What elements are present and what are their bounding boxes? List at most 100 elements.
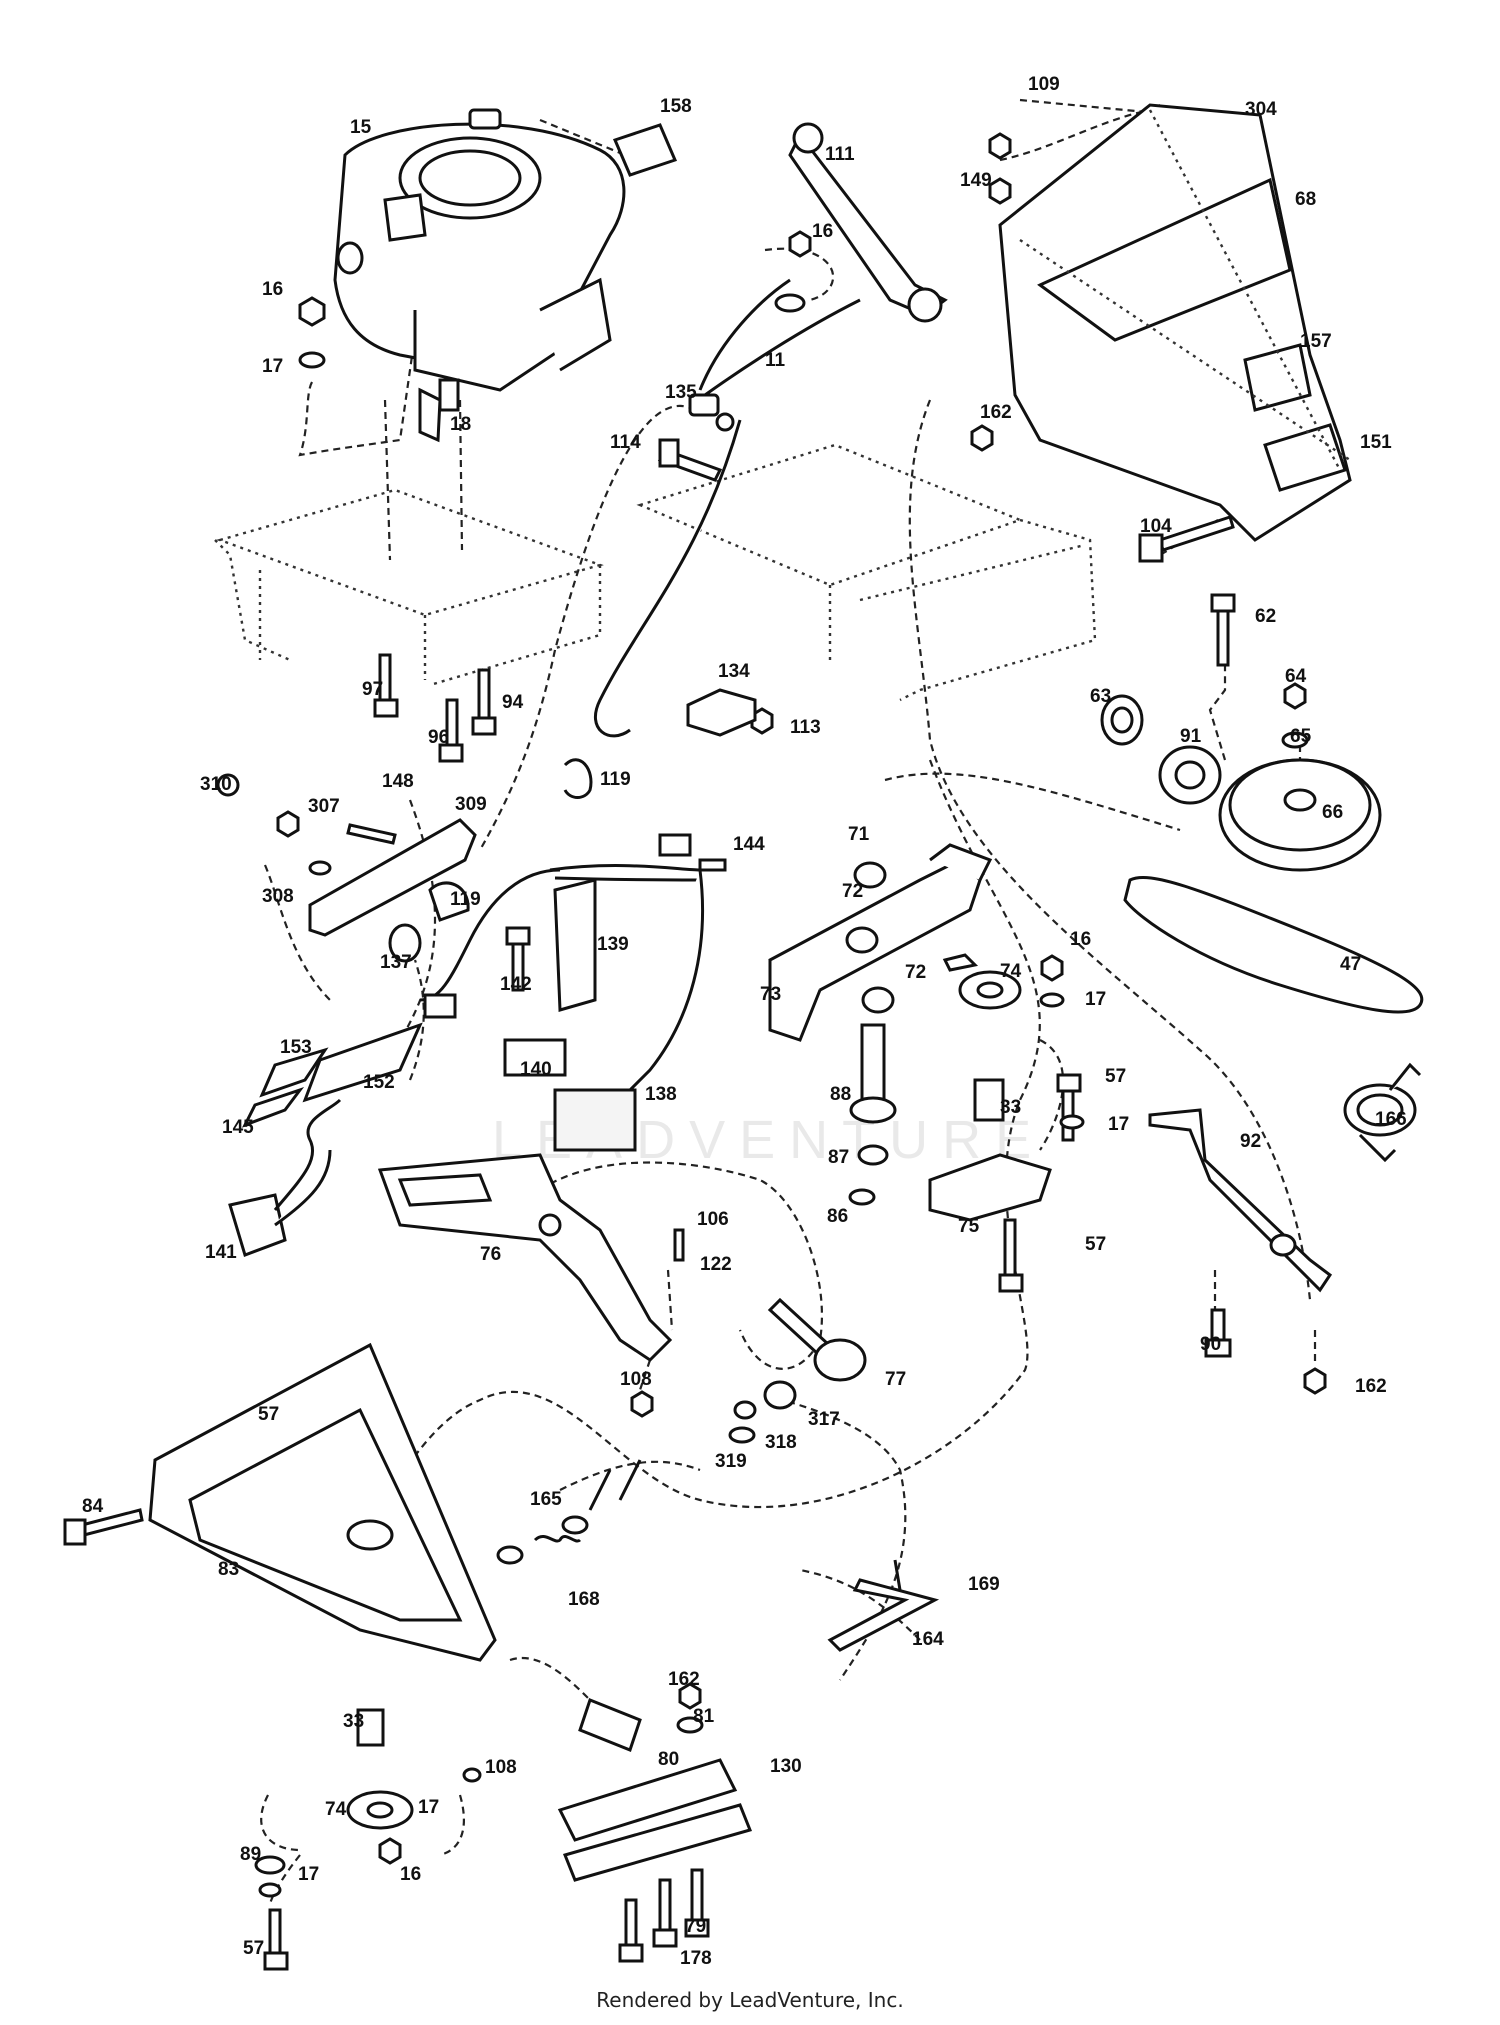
part-callout-91: 91 bbox=[1180, 726, 1202, 747]
part-callout-135: 135 bbox=[665, 382, 697, 403]
part-callout-87: 87 bbox=[828, 1147, 849, 1168]
part-callout-139: 139 bbox=[597, 934, 629, 955]
wire-harness-part bbox=[593, 278, 861, 738]
decal-158 bbox=[612, 123, 678, 177]
part-callout-75: 75 bbox=[958, 1216, 980, 1237]
part-callout-57: 57 bbox=[243, 1938, 264, 1959]
part-callout-317: 317 bbox=[808, 1409, 840, 1430]
part-callout-74: 74 bbox=[1000, 961, 1022, 982]
part-callout-77: 77 bbox=[885, 1369, 906, 1390]
tie-rod-part bbox=[1148, 1108, 1333, 1293]
part-callout-148: 148 bbox=[382, 771, 414, 792]
part-callout-319: 319 bbox=[715, 1451, 747, 1472]
buzzer-part bbox=[228, 1098, 342, 1257]
part-callout-164: 164 bbox=[912, 1629, 944, 1650]
part-callout-81: 81 bbox=[693, 1706, 715, 1727]
part-callout-76: 76 bbox=[480, 1244, 501, 1265]
part-callout-66: 66 bbox=[1322, 802, 1343, 823]
part-callout-68: 68 bbox=[1295, 189, 1316, 210]
part-callout-86: 86 bbox=[827, 1206, 848, 1227]
part-callout-142: 142 bbox=[500, 974, 532, 995]
part-callout-114: 114 bbox=[610, 432, 641, 453]
part-callout-72: 72 bbox=[842, 881, 863, 902]
part-callout-16: 16 bbox=[812, 221, 833, 242]
spring-part bbox=[1343, 1062, 1422, 1163]
part-callout-157: 157 bbox=[1300, 331, 1332, 352]
part-callout-166: 166 bbox=[1375, 1109, 1407, 1130]
part-callout-94: 94 bbox=[502, 692, 524, 713]
part-callout-109: 109 bbox=[1028, 74, 1060, 95]
part-callout-88: 88 bbox=[830, 1084, 851, 1105]
frame-outlines bbox=[214, 443, 1097, 702]
part-callout-168: 168 bbox=[568, 1589, 600, 1610]
part-callout-165: 165 bbox=[530, 1489, 562, 1510]
part-callout-108: 108 bbox=[485, 1757, 517, 1778]
part-callout-111: 111 bbox=[825, 144, 855, 165]
spindle-part bbox=[849, 1023, 897, 1166]
clip-119b bbox=[428, 881, 470, 922]
part-callout-18: 18 bbox=[450, 414, 471, 435]
part-callout-89: 89 bbox=[240, 1844, 261, 1865]
part-callout-152: 152 bbox=[363, 1072, 395, 1093]
belt-guard-part bbox=[998, 103, 1352, 542]
part-callout-162: 162 bbox=[1355, 1376, 1387, 1397]
link-arm-part bbox=[788, 122, 948, 323]
idler-arm-part bbox=[377, 1153, 685, 1362]
part-callout-307: 307 bbox=[308, 796, 340, 817]
part-callout-149: 149 bbox=[960, 170, 992, 191]
part-callout-130: 130 bbox=[770, 1756, 802, 1777]
part-callout-17: 17 bbox=[1085, 989, 1106, 1010]
part-callout-310: 310 bbox=[200, 774, 232, 795]
part-callout-309: 309 bbox=[455, 794, 487, 815]
belt-part bbox=[1123, 876, 1424, 1014]
shaft-part bbox=[733, 1297, 867, 1420]
part-callout-104: 104 bbox=[1140, 516, 1172, 537]
part-callout-84: 84 bbox=[82, 1496, 104, 1517]
pin-164 bbox=[827, 1578, 940, 1652]
part-callout-80: 80 bbox=[658, 1749, 679, 1770]
part-callout-92: 92 bbox=[1240, 1131, 1261, 1152]
part-callout-318: 318 bbox=[765, 1432, 797, 1453]
part-callout-16: 16 bbox=[1070, 929, 1091, 950]
part-callout-74: 74 bbox=[325, 1799, 347, 1820]
lower-steering-part bbox=[346, 1708, 414, 1830]
part-callout-17: 17 bbox=[298, 1864, 319, 1885]
decal-152 bbox=[302, 1022, 423, 1103]
part-callout-64: 64 bbox=[1285, 666, 1307, 687]
part-callout-162: 162 bbox=[668, 1669, 700, 1690]
part-callout-90: 90 bbox=[1200, 1334, 1221, 1355]
part-callout-141: 141 bbox=[205, 1242, 237, 1263]
part-callout-47: 47 bbox=[1340, 954, 1361, 975]
decal-153 bbox=[259, 1047, 329, 1098]
part-callout-57: 57 bbox=[1085, 1234, 1106, 1255]
part-callout-158: 158 bbox=[660, 96, 692, 117]
part-callout-304: 304 bbox=[1245, 99, 1277, 120]
bracket-134 bbox=[686, 688, 757, 737]
part-callout-145: 145 bbox=[222, 1117, 254, 1138]
lever-plate-part bbox=[216, 773, 477, 937]
part-callout-108: 108 bbox=[620, 1369, 652, 1390]
part-callout-119: 119 bbox=[600, 769, 631, 790]
part-callout-162: 162 bbox=[980, 402, 1012, 423]
axle-frame-part bbox=[768, 843, 993, 1042]
part-callout-17: 17 bbox=[1108, 1114, 1129, 1135]
part-callout-153: 153 bbox=[280, 1037, 312, 1058]
bolts bbox=[63, 438, 1236, 1971]
pulleys-part bbox=[1100, 694, 1382, 872]
part-callout-73: 73 bbox=[760, 984, 781, 1005]
part-callout-138: 138 bbox=[645, 1084, 677, 1105]
part-callout-16: 16 bbox=[400, 1864, 421, 1885]
part-callout-33: 33 bbox=[343, 1711, 364, 1732]
part-callout-57: 57 bbox=[1105, 1066, 1126, 1087]
callout-labels: 1515816171811116111351141621093041496815… bbox=[82, 74, 1407, 1969]
part-callout-17: 17 bbox=[418, 1797, 439, 1818]
part-callout-134: 134 bbox=[718, 661, 750, 682]
part-callout-97: 97 bbox=[362, 679, 383, 700]
part-callout-96: 96 bbox=[428, 727, 449, 748]
part-callout-62: 62 bbox=[1255, 606, 1276, 627]
spring-165-part bbox=[496, 1459, 642, 1565]
part-callout-119: 119 bbox=[450, 889, 481, 910]
part-callout-308: 308 bbox=[262, 886, 294, 907]
part-callout-106: 106 bbox=[697, 1209, 729, 1230]
